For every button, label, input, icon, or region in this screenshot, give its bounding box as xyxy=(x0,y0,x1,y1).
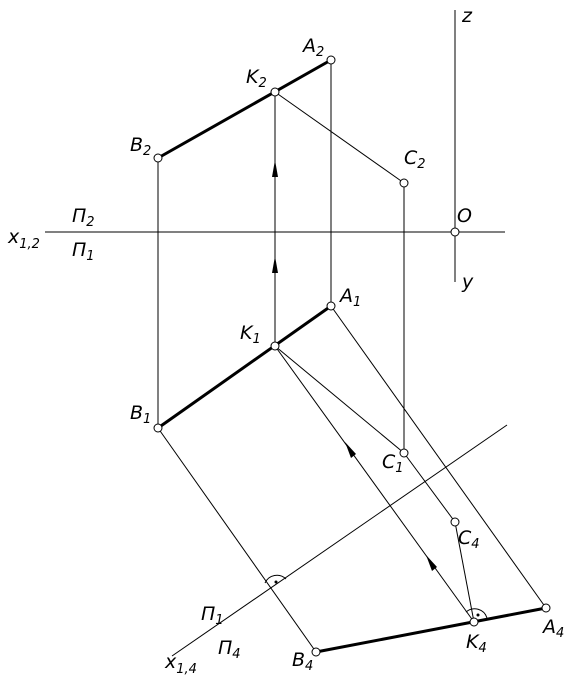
line-k2-c2 xyxy=(274,91,405,184)
link-line-a1-a4 xyxy=(330,305,547,609)
segment-a1-b1 xyxy=(156,304,333,430)
right-angle-dot-k4 xyxy=(476,613,480,617)
right-angle-mark-b xyxy=(264,574,287,584)
point-origin xyxy=(450,227,460,237)
point-c1 xyxy=(399,448,409,458)
line-k4-c4 xyxy=(454,521,475,623)
point-c4 xyxy=(450,517,460,527)
label-axis-z: z xyxy=(461,5,473,27)
label-plane-p2: Π2 xyxy=(72,205,95,230)
point-b1 xyxy=(153,423,163,433)
right-angle-mark-k4 xyxy=(465,608,488,619)
label-k4: K4 xyxy=(466,631,487,656)
label-b1: B1 xyxy=(130,402,151,427)
label-c1: C1 xyxy=(382,451,404,476)
arrow-up-lower xyxy=(272,256,278,273)
label-k1: K1 xyxy=(240,322,261,347)
label-plane-p1-new: Π1 xyxy=(201,603,224,628)
label-plane-p1: Π1 xyxy=(72,239,95,264)
label-origin: O xyxy=(457,205,472,227)
label-axis-x14: x1,4 xyxy=(164,651,197,677)
link-line-k1-k4 xyxy=(274,345,475,623)
segment-a2-b2 xyxy=(156,58,333,160)
label-c4: C4 xyxy=(458,527,480,552)
point-b2 xyxy=(153,153,163,163)
label-k2: K2 xyxy=(246,66,267,91)
arrow-k-line-upper xyxy=(345,442,356,458)
link-line-c1-c4 xyxy=(403,452,456,523)
point-k2 xyxy=(270,87,280,97)
arrow-up-upper xyxy=(272,160,278,177)
label-axis-x12: x1,2 xyxy=(7,226,40,252)
link-line-b1-b4 xyxy=(157,427,317,653)
label-a4: A4 xyxy=(541,616,564,641)
label-axis-y: y xyxy=(461,271,474,293)
label-plane-p4-new: Π4 xyxy=(218,637,241,662)
right-angle-dot-b xyxy=(274,580,278,584)
segment-a4-b4 xyxy=(314,606,548,654)
arrow-k-line-lower xyxy=(426,555,437,571)
point-k1 xyxy=(270,341,280,351)
point-a4 xyxy=(541,603,551,613)
point-k4 xyxy=(469,617,479,627)
label-b4: B4 xyxy=(292,649,313,674)
point-a1 xyxy=(326,301,336,311)
point-c2 xyxy=(399,178,409,188)
label-a2: A2 xyxy=(301,35,324,60)
label-a1: A1 xyxy=(338,285,361,310)
point-a2 xyxy=(326,55,336,65)
axis-x14-line xyxy=(171,424,508,657)
label-b2: B2 xyxy=(130,134,151,159)
label-c2: C2 xyxy=(404,147,426,172)
line-k1-c1 xyxy=(274,345,405,454)
point-b4 xyxy=(311,647,321,657)
